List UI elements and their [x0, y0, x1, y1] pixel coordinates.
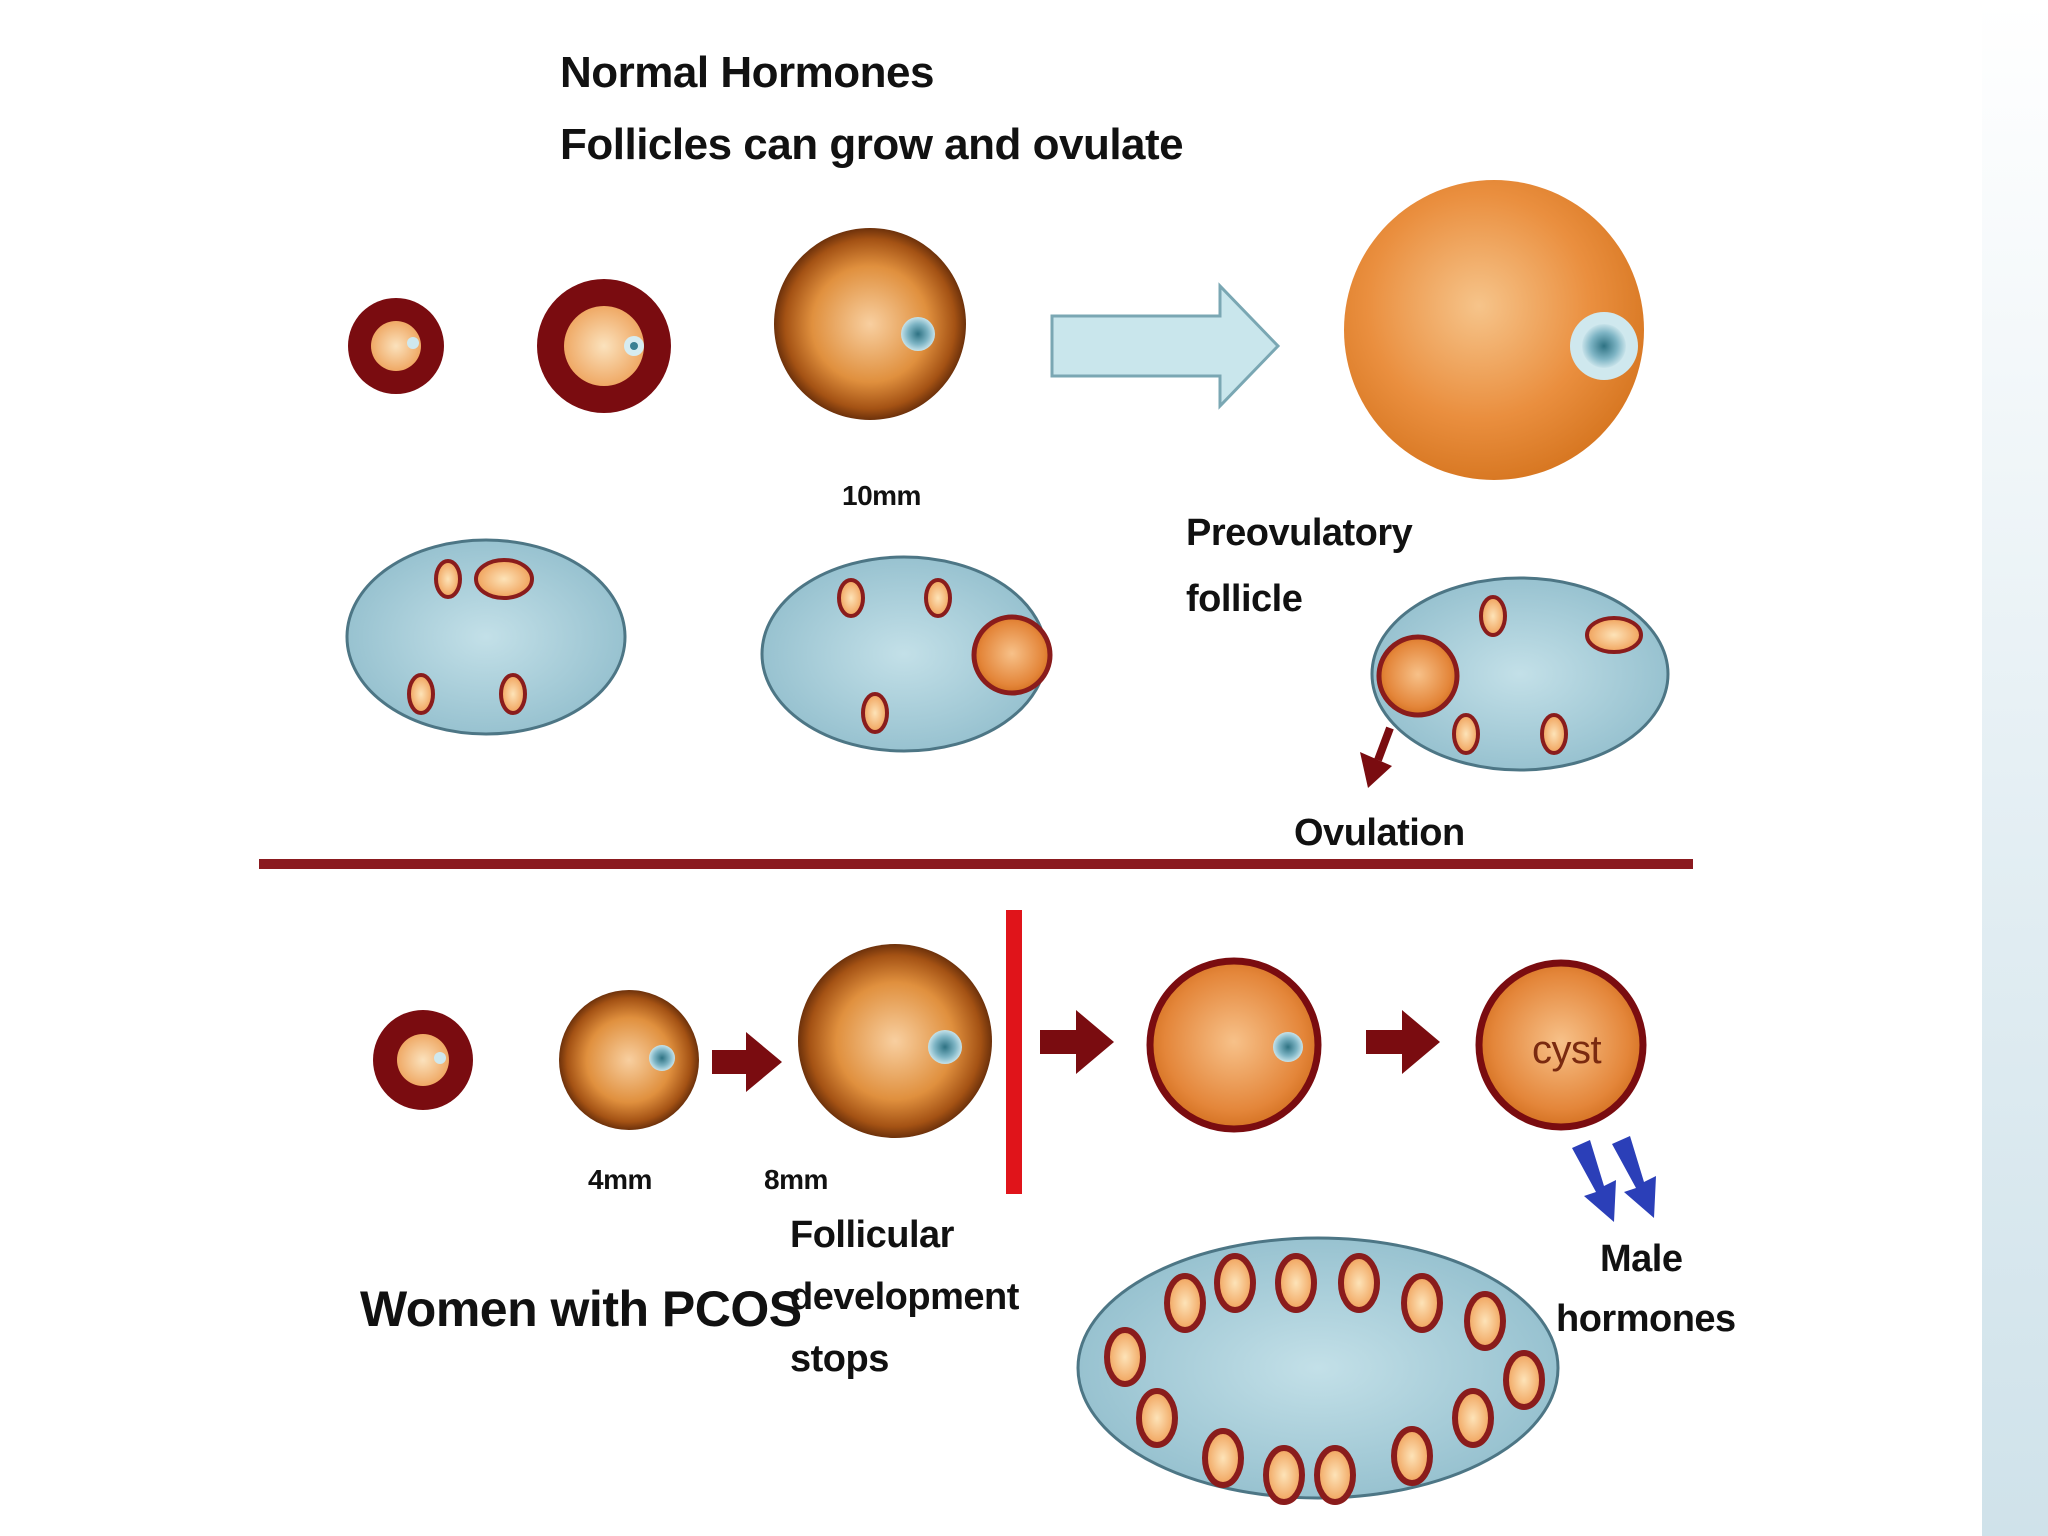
ovulation-arrow — [1360, 726, 1394, 788]
cyst-ring — [1104, 1253, 1545, 1505]
size-label-4mm: 4mm — [588, 1164, 652, 1195]
male-hormone-arrows — [1572, 1136, 1656, 1222]
cyst-label: cyst — [1532, 1028, 1602, 1072]
preovulatory-label-line1: Preovulatory — [1186, 512, 1413, 554]
arrested-follicle — [1146, 957, 1322, 1133]
polycystic-ovary — [1076, 1236, 1560, 1505]
size-label-8mm: 8mm — [764, 1164, 828, 1195]
stops-label-line3: stops — [790, 1338, 889, 1380]
pcos-title: Women with PCOS — [360, 1281, 802, 1337]
section-divider — [259, 859, 1693, 869]
pcos-follicle-4mm — [559, 990, 699, 1130]
growth-arrow — [1050, 282, 1281, 410]
stops-label-line2: development — [790, 1276, 1019, 1318]
preovulatory-follicle — [1344, 180, 1644, 480]
primary-follicle-1 — [348, 298, 444, 394]
pcos-follicle-8mm — [798, 944, 992, 1138]
pcos-follicle-primary — [373, 1010, 473, 1110]
stops-label-line1: Follicular — [790, 1214, 954, 1256]
ovulation-label: Ovulation — [1294, 812, 1465, 854]
side-panel — [1982, 0, 2048, 1536]
male-hormones-line1: Male — [1600, 1238, 1683, 1280]
normal-heading-line2: Follicles can grow and ovulate — [560, 120, 1184, 169]
normal-heading-line1: Normal Hormones — [560, 48, 934, 97]
pcos-arrow-3 — [1366, 1010, 1440, 1074]
ovary-normal-1 — [345, 538, 627, 736]
size-label-10mm: 10mm — [842, 480, 921, 511]
pcos-arrow-1 — [712, 1032, 782, 1092]
cyst — [1475, 959, 1647, 1131]
stop-bar — [1006, 910, 1022, 1194]
primary-follicle-2 — [537, 279, 671, 413]
ovary-normal-2 — [760, 555, 1053, 753]
follicle-10mm — [774, 228, 966, 420]
male-hormones-line2: hormones — [1556, 1298, 1736, 1340]
preovulatory-label-line2: follicle — [1186, 578, 1303, 620]
ovary-ovulating — [1370, 576, 1670, 772]
pcos-arrow-2 — [1040, 1010, 1114, 1074]
